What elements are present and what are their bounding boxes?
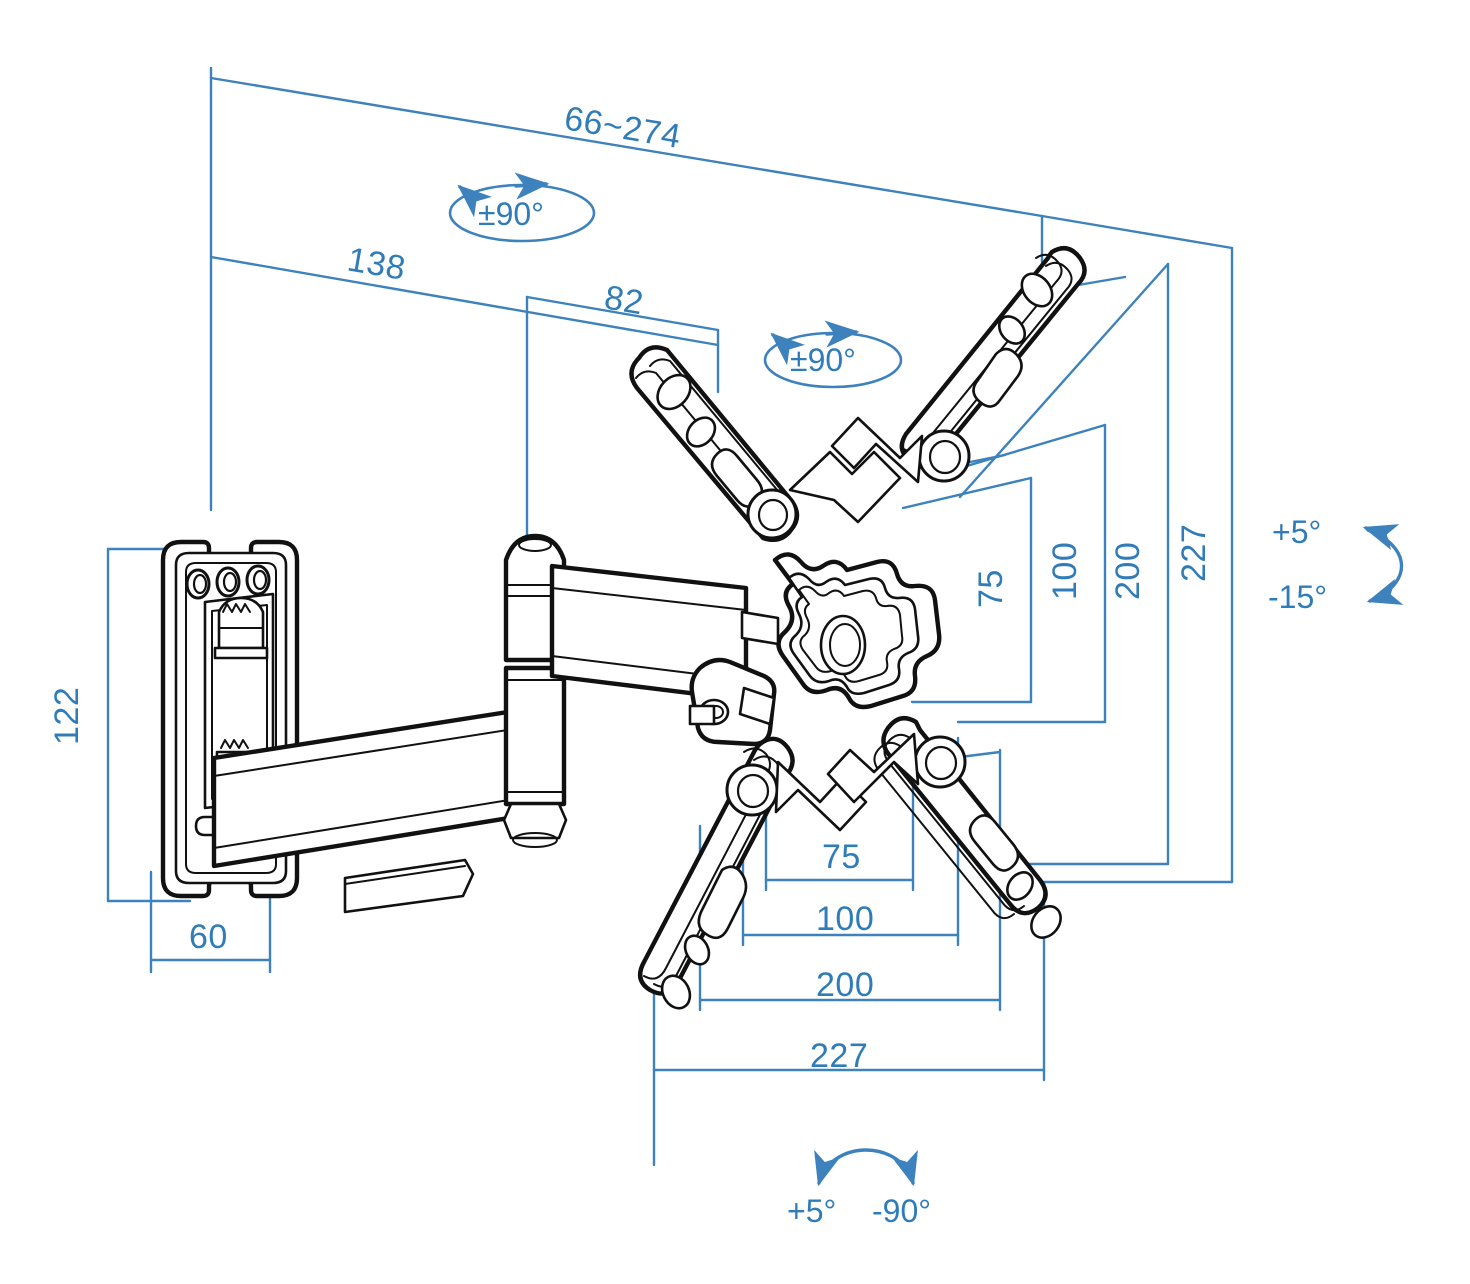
- vesa-arm-top-right-pivot-inner: [928, 439, 962, 475]
- ext-line-227h-top: [1040, 214, 1234, 250]
- swivel-arrow-mid-left-icon: [770, 332, 805, 366]
- vesa-bracket-bottom-left: [774, 760, 868, 832]
- vesa-arm-bottom-right-edge: [883, 733, 1025, 912]
- vesa-arm-top-left-hole-1: [656, 373, 692, 411]
- label-tilt-down: -15°: [1268, 579, 1327, 615]
- vesa-arm-top-left-pivot-inner: [757, 498, 789, 532]
- vesa-arm-top-right-hole-1: [1020, 272, 1054, 308]
- dim-line-138: [209, 255, 720, 347]
- vesa-arm-bottom-left-hole-1: [660, 974, 692, 1010]
- rotation-arrow-left-icon: [814, 1149, 841, 1187]
- vesa-plate: [772, 552, 942, 710]
- vesa-arm-bottom-left-edge2: [643, 747, 771, 980]
- vesa-bracket-bottom-right: [826, 732, 920, 804]
- label-122: 122: [48, 687, 86, 745]
- label-75-vertical: 75: [972, 569, 1010, 608]
- mid-pivot-cap-top: [518, 538, 552, 552]
- vesa-arm-top-left-hole-2: [685, 416, 717, 448]
- dim-line-82: [525, 295, 720, 332]
- rotation-arrow-right-icon: [891, 1149, 918, 1187]
- mid-pivot-upper-barrel: [503, 533, 567, 663]
- cable-clip-edge: [344, 865, 466, 885]
- wall-plate-hole-1-inner: [192, 573, 208, 595]
- label-rotate-ccw: -90°: [872, 1193, 931, 1229]
- wall-plate-hole-3-inner: [252, 569, 268, 591]
- vesa-arm-bottom-right: [826, 715, 1062, 939]
- vesa-arm-bottom-left-slot: [697, 865, 748, 940]
- vesa-arm-bottom-left-pivot-inner: [736, 773, 770, 809]
- vesa-arm-top-right-hole-2: [997, 315, 1027, 345]
- label-60: 60: [189, 918, 228, 956]
- wall-hinge-bottom-teeth: [220, 739, 249, 749]
- swivel-arrow-mid-right-icon: [824, 320, 860, 348]
- tilt-arrow-up-icon: [1362, 524, 1400, 551]
- label-227-width: 227: [810, 1037, 868, 1075]
- rotation-annotation-bottom: +5° -90°: [787, 1148, 931, 1229]
- label-82: 82: [602, 278, 647, 322]
- vesa-arm-top-right-slot: [972, 347, 1023, 408]
- vesa-tilt-link-bar: [740, 610, 780, 646]
- label-227-height: 227: [1175, 524, 1213, 582]
- vesa-arm-top-right: [830, 245, 1087, 484]
- wall-hinge-top-teeth: [222, 603, 251, 613]
- label-100-horizontal: 100: [816, 900, 874, 938]
- tilt-arrow-down-icon: [1366, 578, 1404, 605]
- wall-hinge-top-collar: [213, 646, 269, 660]
- extension-arm-lower-edge-top: [213, 723, 547, 777]
- label-200-vertical: 200: [1109, 542, 1147, 600]
- vesa-bracket-top-right: [830, 416, 924, 484]
- vesa-center-hole-inner: [829, 623, 861, 667]
- extension-arm-lower: [211, 703, 549, 914]
- mid-pivot-lower-barrel: [503, 665, 567, 807]
- tilt-arc-right-icon: [1366, 528, 1404, 602]
- wall-hinge-top: [213, 596, 269, 660]
- wall-plate-recess: [185, 562, 277, 874]
- tilt-knuckle-shaft: [688, 704, 716, 726]
- ext-line-100v-top-lead: [958, 423, 1107, 470]
- vesa-arm-bottom-right-edge2: [873, 741, 1015, 920]
- mid-pivot-nut-base: [512, 832, 558, 848]
- swivel-arrow-top-right-icon: [514, 172, 550, 200]
- dimension-network: [106, 66, 1234, 1167]
- swivel-arrow-top-left-icon: [457, 184, 492, 218]
- vesa-arm-bottom-right-slot: [968, 814, 1020, 872]
- dim-line-extension-range: [209, 76, 1044, 218]
- tilt-annotation-right: +5° -15°: [1268, 514, 1404, 615]
- label-100-vertical: 100: [1046, 542, 1084, 600]
- label-75-horizontal: 75: [822, 838, 861, 876]
- mid-pivot-nut: [502, 802, 568, 840]
- label-swivel-mid: ±90°: [790, 342, 856, 378]
- extension-arm-lower-edge-bottom: [213, 793, 547, 849]
- vesa-center-hole: [819, 614, 867, 676]
- vesa-arm-top-left: [629, 345, 902, 542]
- cable-management-clip: [343, 858, 475, 914]
- label-swivel-top: ±90°: [478, 196, 544, 232]
- vesa-arm-bottom-right-hole-1: [1030, 905, 1062, 939]
- wall-plate-hole-2-inner: [222, 571, 238, 593]
- swivel-annotation-top: ±90°: [448, 172, 596, 243]
- vesa-tilt-link-bar-lower: [738, 686, 776, 726]
- vesa-tilt-link: [738, 610, 780, 726]
- vesa-arm-bottom-left: [637, 736, 868, 1010]
- vesa-arm-bottom-right-hole-2: [1006, 871, 1034, 901]
- label-rotate-cw: +5°: [787, 1193, 836, 1229]
- rotation-arc-bottom-icon: [818, 1148, 914, 1182]
- swivel-annotation-mid: ±90°: [763, 320, 903, 389]
- extension-arm-upper-edge-top: [551, 587, 747, 611]
- label-tilt-up: +5°: [1272, 514, 1321, 550]
- vesa-bracket-top-left: [788, 450, 902, 524]
- mid-pivot-hinge: [502, 533, 568, 848]
- vesa-plate-face: [798, 585, 904, 683]
- ext-line-75v-top-lead: [901, 476, 1033, 510]
- label-200-horizontal: 200: [816, 966, 874, 1004]
- vesa-arm-bottom-left-hole-2: [683, 934, 711, 966]
- vesa-arm-bottom-right-pivot-inner: [924, 745, 958, 781]
